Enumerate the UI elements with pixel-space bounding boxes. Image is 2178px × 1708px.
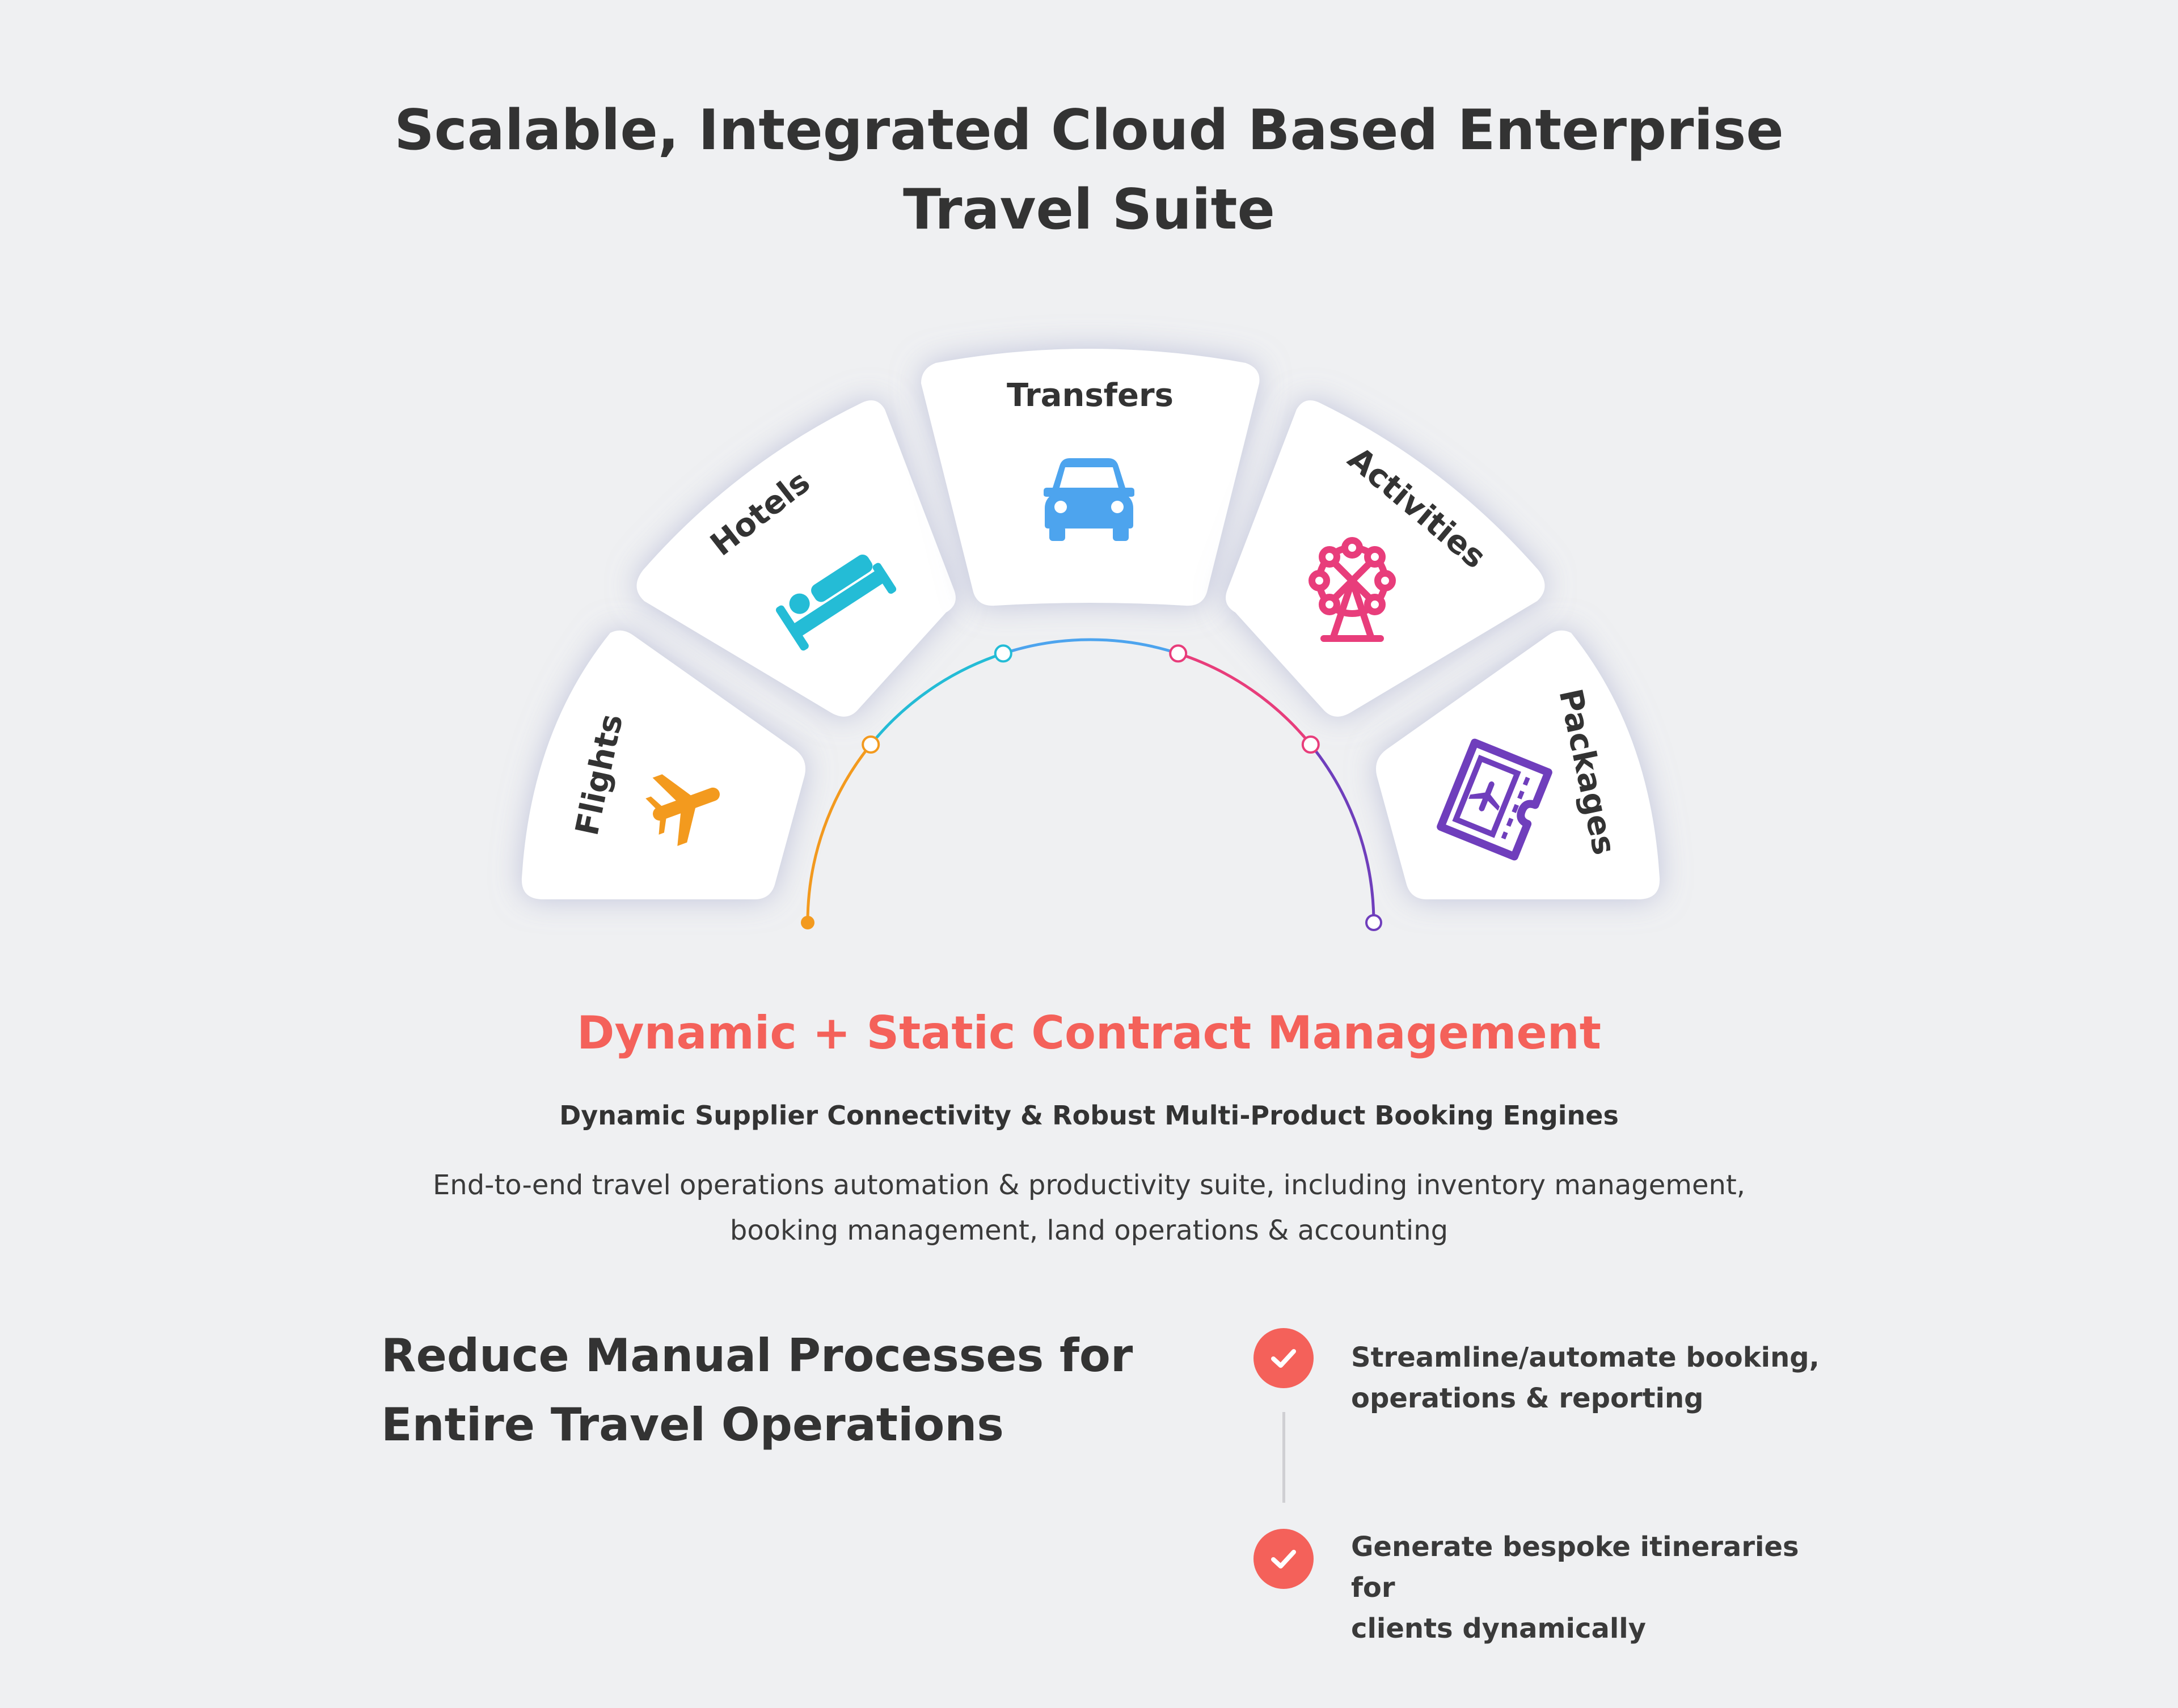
title-line-1: Scalable, Integrated Cloud Based Enterpr… — [394, 98, 1784, 163]
segment-hotels[interactable]: Hotels — [636, 400, 956, 717]
contract-management-heading: Dynamic + Static Contract Management — [577, 1007, 1601, 1059]
segment-transfers[interactable]: Transfers — [921, 349, 1260, 606]
page-title: Scalable, Integrated Cloud Based Enterpr… — [0, 91, 2178, 250]
tagline: Dynamic Supplier Connectivity & Robust M… — [559, 1100, 1619, 1131]
reduce-line-1: Reduce Manual Processes for — [381, 1329, 1133, 1382]
arc-end-dot — [1365, 914, 1382, 931]
feature-2-line-1: Generate bespoke itineraries for — [1351, 1531, 1799, 1604]
product-arc-diagram: Flights Hotels Transfers — [521, 349, 1660, 931]
arc-segment-hotels — [869, 652, 1004, 746]
check-circle-icon — [1253, 1328, 1314, 1388]
segment-packages[interactable]: Packages — [1376, 630, 1660, 899]
arc-segment-activities — [1177, 652, 1312, 746]
segment-activities[interactable]: Activities — [1226, 400, 1545, 717]
feature-item-1: Streamline/automate booking, operations … — [1351, 1337, 1839, 1419]
arc-start-dot — [801, 916, 814, 929]
arc-segment-packages — [1309, 743, 1375, 923]
reduce-line-2: Entire Travel Operations — [381, 1398, 1004, 1451]
car-icon — [1044, 458, 1134, 541]
feature-item-2: Generate bespoke itineraries for clients… — [1351, 1527, 1839, 1649]
segment-label: Transfers — [1007, 377, 1174, 414]
description-line-2: booking management, land operations & ac… — [729, 1215, 1449, 1246]
check-circle-icon — [1253, 1529, 1314, 1589]
arc-node-2 — [994, 644, 1012, 663]
description: End-to-end travel operations automation … — [340, 1162, 1838, 1253]
segment-flights[interactable]: Flights — [521, 630, 805, 899]
arc-node-4 — [1301, 735, 1320, 754]
arc-segment-flights — [806, 743, 872, 923]
arc-node-1 — [862, 735, 880, 754]
title-line-2: Travel Suite — [903, 177, 1275, 242]
arc-segment-transfers — [1003, 638, 1179, 655]
description-line-1: End-to-end travel operations automation … — [432, 1169, 1746, 1201]
feature-2-line-2: clients dynamically — [1351, 1613, 1647, 1644]
bed-icon — [775, 554, 897, 651]
connector-arc — [801, 638, 1382, 931]
feature-divider — [1282, 1412, 1285, 1503]
ticket-icon — [1437, 738, 1552, 861]
arc-node-3 — [1169, 644, 1188, 663]
plane-icon — [645, 774, 720, 846]
reduce-heading: Reduce Manual Processes for Entire Trave… — [381, 1321, 1175, 1460]
feature-1-line-1: Streamline/automate booking, — [1351, 1342, 1820, 1373]
ferris-wheel-icon — [1309, 537, 1396, 642]
feature-1-line-2: operations & reporting — [1351, 1383, 1704, 1414]
